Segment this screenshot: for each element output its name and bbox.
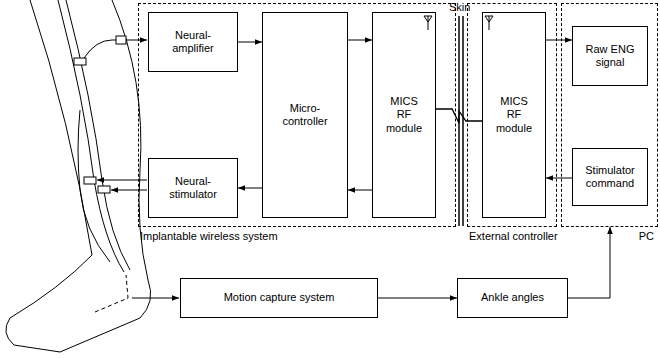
signal-arrow: [238, 188, 262, 189]
process-box: Neural- stimulator: [148, 158, 238, 218]
process-box: Ankle angles: [457, 278, 568, 318]
box-label: MICS RF module: [384, 95, 424, 135]
process-box: MICS RF module: [482, 12, 546, 218]
system-boundary: Implantable wireless systemNeural- ampli…: [138, 3, 456, 227]
process-box: MICS RF module: [372, 12, 436, 218]
signal-arrow: [238, 42, 262, 43]
signal-arrow: [568, 227, 610, 298]
box-label: Ankle angles: [481, 291, 544, 304]
process-box: Micro- controller: [262, 12, 348, 218]
stimulation-cuff: [98, 186, 110, 193]
process-box: Motion capture system: [180, 278, 378, 318]
system-boundary: PCRaw ENG signalStimulator command: [561, 3, 658, 227]
group-label: External controller: [469, 230, 558, 243]
skin-line: [462, 16, 464, 226]
group-label: Implantable wireless system: [140, 230, 278, 243]
box-label: MICS RF module: [494, 95, 534, 135]
stimulation-cuff: [84, 177, 96, 184]
box-label: Neural- amplifier: [162, 29, 224, 55]
signal-arrow: [348, 190, 372, 191]
capture-arrow: [132, 298, 179, 299]
box-label: Micro- controller: [277, 102, 333, 128]
process-box: Raw ENG signal: [572, 26, 648, 86]
signal-arrow: [378, 298, 457, 299]
signal-arrow: [546, 40, 572, 41]
annotation-label: Skin: [449, 1, 470, 14]
ankle-marker: [95, 275, 128, 312]
connector-plug: [116, 36, 126, 44]
signal-arrow: [126, 40, 147, 41]
box-label: Neural- stimulator: [162, 175, 224, 201]
wireless-link: [436, 109, 482, 123]
box-label: Motion capture system: [224, 291, 335, 304]
stimulation-arrow: [97, 180, 147, 181]
recording-cuff: [74, 58, 86, 65]
signal-arrow: [546, 178, 572, 179]
process-box: Neural- amplifier: [148, 12, 238, 72]
signal-arrow: [348, 40, 372, 41]
box-label: Stimulator command: [577, 164, 643, 190]
box-label: Raw ENG signal: [577, 43, 643, 69]
system-boundary: External controllerMICS RF module: [467, 3, 557, 227]
nerve: [66, 0, 130, 270]
nerve: [58, 0, 124, 272]
process-box: Stimulator command: [572, 148, 648, 206]
stimulation-arrow: [111, 190, 147, 191]
antenna: [485, 16, 493, 30]
antenna: [424, 16, 432, 30]
cable: [84, 40, 118, 58]
leg-outline: [6, 0, 151, 352]
group-label: PC: [639, 230, 654, 243]
nerve-branch: [78, 110, 110, 262]
